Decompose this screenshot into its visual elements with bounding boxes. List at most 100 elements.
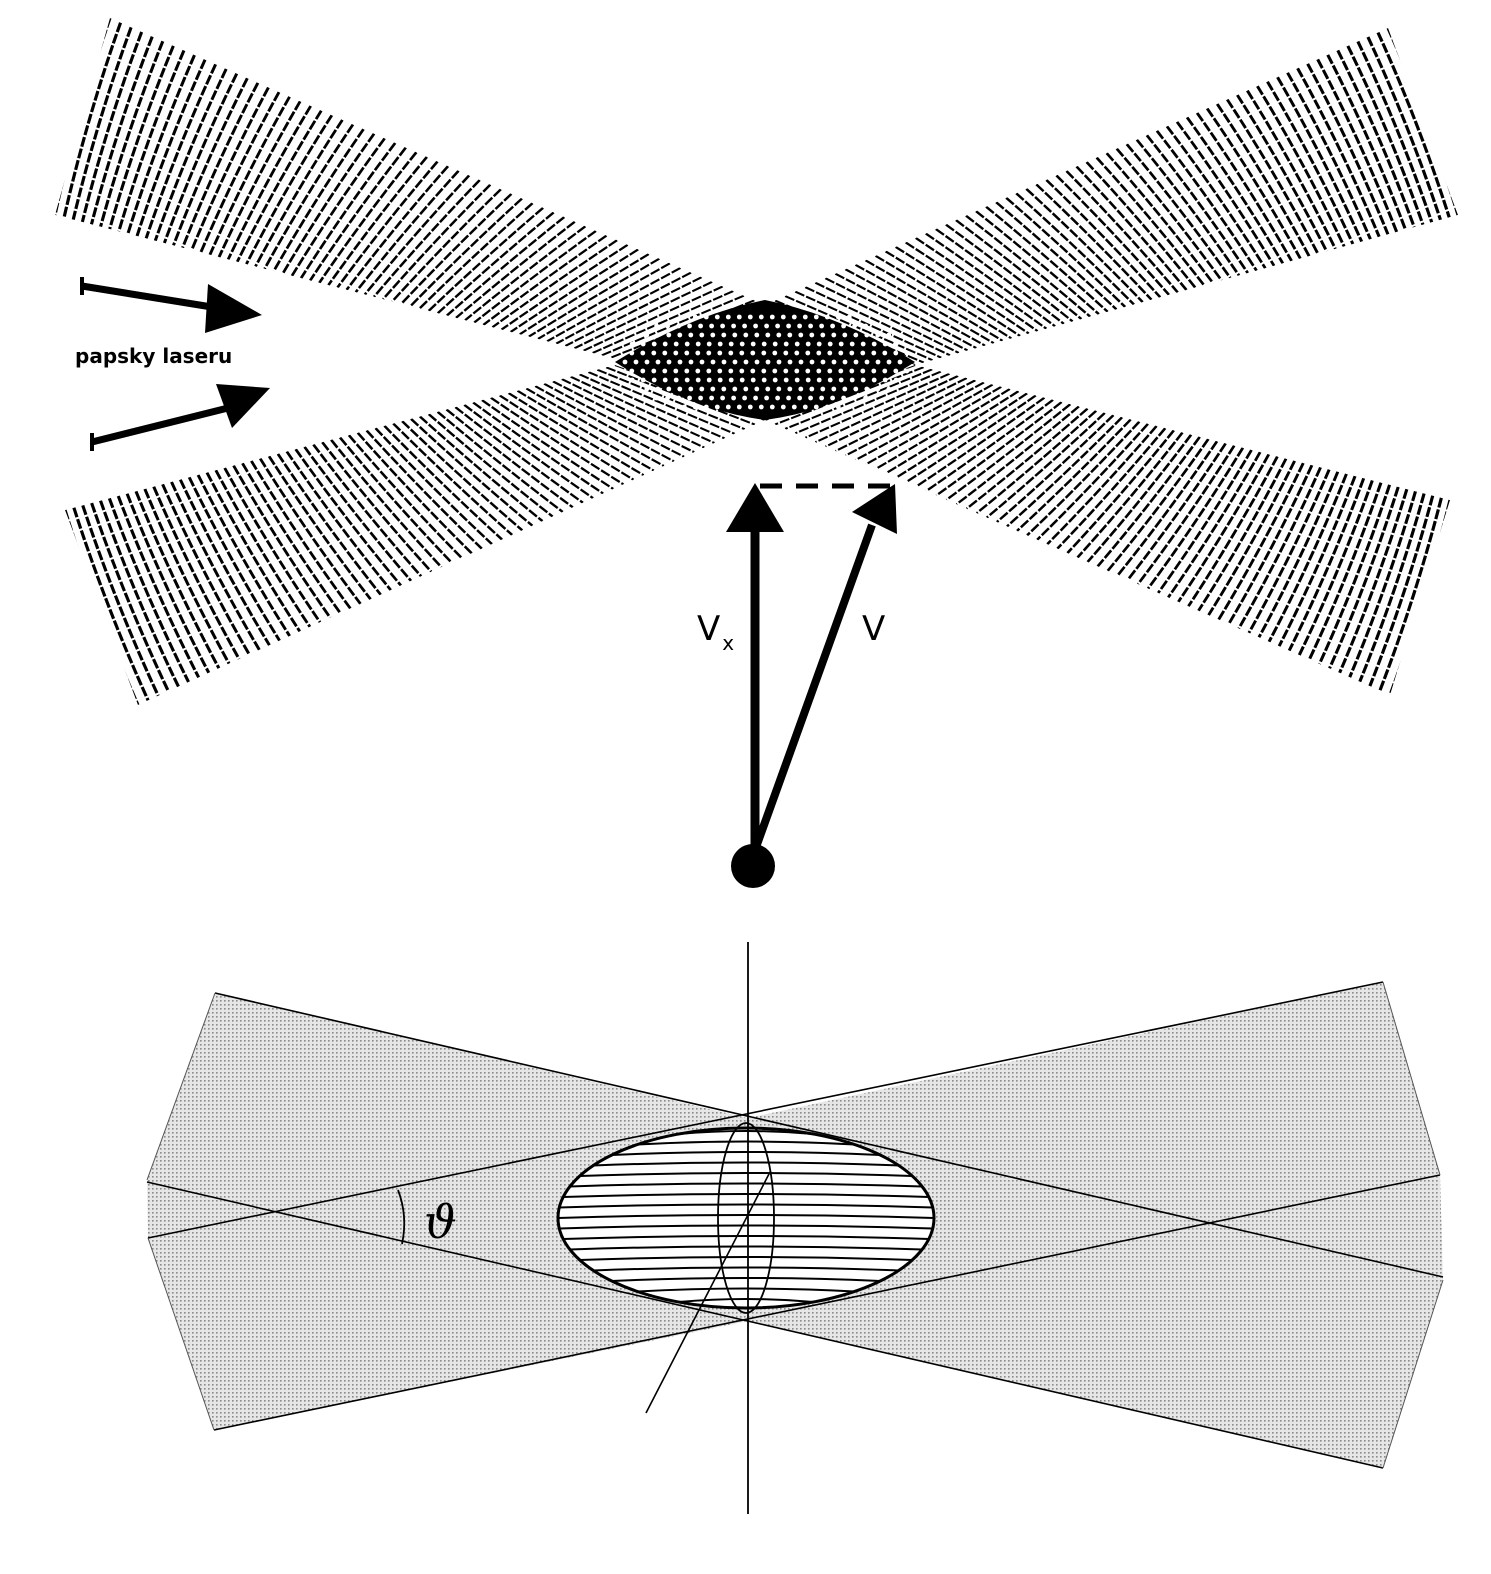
wavefront-line bbox=[945, 223, 1074, 323]
fringe-dot bbox=[827, 368, 833, 374]
wavefront-line bbox=[418, 202, 534, 310]
wavefront-line bbox=[1326, 54, 1407, 231]
fringe-dot bbox=[853, 359, 859, 365]
fringe-dot bbox=[736, 314, 742, 320]
wavefront-line bbox=[427, 206, 544, 312]
laser-beam-1 bbox=[55, 18, 765, 360]
fringe-dot bbox=[651, 341, 657, 347]
fringe-dot bbox=[809, 386, 815, 392]
fringe-dot bbox=[692, 404, 698, 410]
fringe-dot bbox=[662, 377, 668, 383]
wavefront-line bbox=[844, 268, 986, 347]
wavefront-line bbox=[975, 409, 1098, 515]
fringe-dot bbox=[720, 395, 725, 401]
fringe-dot bbox=[787, 359, 793, 365]
wavefront-line bbox=[250, 460, 352, 610]
wavefront-line bbox=[321, 441, 433, 573]
wavefront-line bbox=[1157, 449, 1253, 594]
fringe-dot bbox=[824, 314, 830, 320]
fringe-dot bbox=[809, 359, 815, 365]
wavefront-line bbox=[473, 229, 597, 324]
fringe-dot bbox=[732, 332, 738, 338]
wavefront-line bbox=[1045, 178, 1162, 299]
fringe-line bbox=[563, 1235, 929, 1240]
wavefront-line bbox=[285, 450, 392, 591]
wavefront-line bbox=[126, 54, 196, 235]
wavefront-line bbox=[1276, 76, 1364, 243]
wavefront-line bbox=[1195, 112, 1293, 262]
wavefront-line bbox=[1006, 416, 1123, 528]
wavefront-line bbox=[116, 495, 201, 679]
fringe-line bbox=[563, 1193, 929, 1198]
fringe-dot bbox=[864, 386, 870, 392]
wavefront-line bbox=[99, 500, 180, 688]
fringe-dot bbox=[710, 359, 716, 365]
interference-fringes bbox=[615, 300, 915, 420]
fringe-dot bbox=[787, 332, 793, 338]
fringe-dot bbox=[665, 323, 670, 329]
fringe-dot bbox=[732, 386, 738, 392]
wavefront-line bbox=[814, 374, 959, 444]
wavefront-line bbox=[1257, 471, 1340, 639]
wavefront-line bbox=[564, 276, 703, 347]
wavefront-line bbox=[491, 239, 618, 329]
fringe-dot bbox=[842, 359, 848, 365]
fringe-dot bbox=[698, 395, 703, 401]
wavefront-line bbox=[472, 401, 604, 495]
wavefront-line bbox=[1277, 475, 1357, 647]
fringe-dot bbox=[703, 404, 709, 410]
wavefront-line bbox=[1318, 484, 1392, 665]
fringe-dot bbox=[783, 377, 789, 383]
wavefront-line bbox=[445, 408, 574, 509]
wavefront-line bbox=[1328, 486, 1400, 670]
fringe-dot bbox=[633, 359, 639, 365]
wavefront-line bbox=[144, 63, 218, 239]
wavefront-line bbox=[312, 443, 423, 578]
fringe-dot bbox=[654, 323, 659, 329]
fringe-dot bbox=[728, 377, 734, 383]
fringe-dot bbox=[710, 332, 716, 338]
fringe-dot bbox=[677, 359, 683, 365]
fringe-dot bbox=[838, 368, 844, 374]
fringe-dot bbox=[629, 341, 635, 347]
wavefront-line bbox=[1116, 440, 1219, 577]
fringe-dot bbox=[805, 377, 811, 383]
wavefront-line bbox=[510, 248, 639, 333]
wavefront-line bbox=[1025, 187, 1144, 303]
fringe-dot bbox=[743, 359, 749, 365]
wavefront-line bbox=[587, 371, 736, 435]
wavefront-line bbox=[178, 478, 271, 647]
wavefront-line bbox=[543, 382, 685, 458]
fringe-dot bbox=[736, 404, 742, 410]
fringe-dot bbox=[662, 341, 668, 347]
wavefront-line bbox=[1267, 473, 1348, 643]
wavefront-line bbox=[153, 68, 228, 242]
wavefront-line bbox=[71, 26, 133, 221]
fringe-dot bbox=[753, 395, 758, 401]
fringe-dot bbox=[728, 368, 734, 374]
fringe-dot bbox=[706, 341, 712, 347]
wavefront-line bbox=[454, 406, 584, 504]
fringe-dot bbox=[827, 341, 833, 347]
fringe-dot bbox=[739, 350, 745, 356]
fringe-dot bbox=[816, 341, 822, 347]
wavefront-line bbox=[1307, 482, 1383, 661]
fringe-dot bbox=[688, 332, 694, 338]
fringe-dot bbox=[820, 386, 826, 392]
fringe-dot bbox=[709, 323, 714, 329]
wavefront-line bbox=[864, 259, 1004, 342]
fringe-dot bbox=[758, 404, 764, 410]
fringe-dot bbox=[714, 404, 720, 410]
fringe-dot bbox=[794, 350, 800, 356]
fringe-dot bbox=[666, 359, 672, 365]
fringe-dot bbox=[813, 404, 819, 410]
wavefront-line bbox=[1187, 455, 1279, 608]
fringe-dot bbox=[882, 377, 888, 383]
wavefront-line bbox=[1256, 85, 1346, 248]
wavefront-line bbox=[955, 405, 1080, 506]
fringe-dot bbox=[747, 314, 753, 320]
fringe-dot bbox=[849, 350, 855, 356]
fringe-dot bbox=[830, 395, 835, 401]
wavefront-line bbox=[1105, 152, 1214, 284]
fringe-dot bbox=[849, 341, 855, 347]
